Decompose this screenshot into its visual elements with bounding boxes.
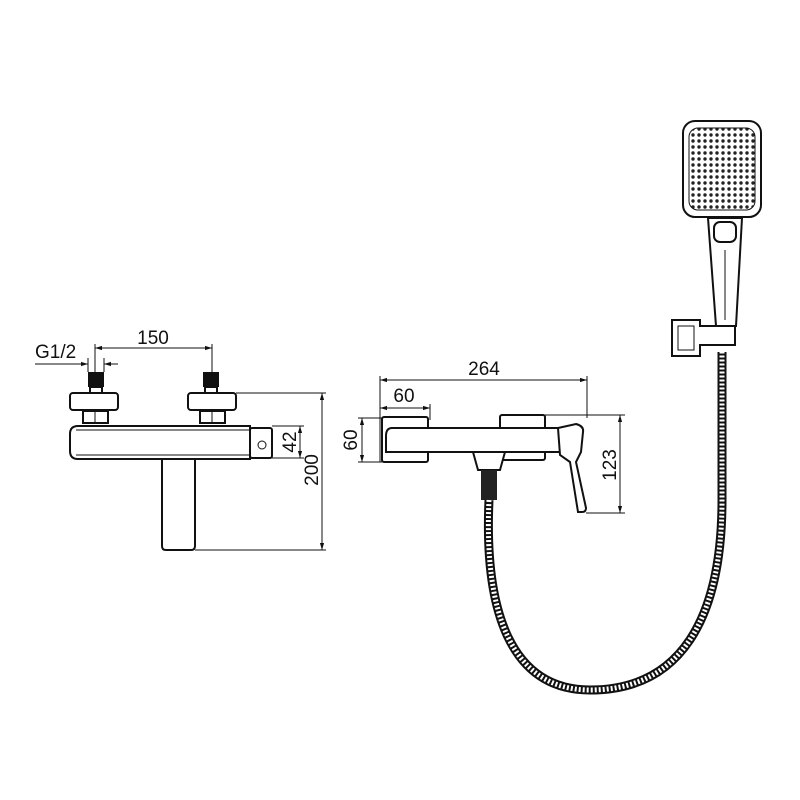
thermostat-cap bbox=[249, 427, 273, 459]
dimension-label-42: 42 bbox=[280, 431, 301, 452]
front-view: 150 G1/2 bbox=[35, 328, 326, 551]
dimension-thread: G1/2 bbox=[35, 342, 118, 372]
dimension-42: 42 bbox=[272, 425, 304, 459]
dimension-60-horizontal: 60 bbox=[380, 386, 431, 420]
right-inlet bbox=[187, 372, 237, 424]
left-inlet bbox=[69, 372, 119, 424]
dimension-60-vertical: 60 bbox=[341, 417, 382, 463]
dimension-200: 200 bbox=[195, 392, 326, 551]
spray-button bbox=[713, 221, 737, 243]
hose-thread bbox=[481, 470, 497, 500]
lever-handle bbox=[556, 422, 588, 513]
dimension-label-123: 123 bbox=[600, 449, 621, 481]
dimension-label-200: 200 bbox=[302, 454, 323, 486]
wall-holder bbox=[671, 319, 736, 357]
spout bbox=[161, 458, 196, 551]
dimension-264: 264 bbox=[379, 359, 588, 462]
shower-hose bbox=[483, 352, 727, 695]
thread-label: G1/2 bbox=[35, 342, 76, 363]
dimension-label-60-height: 60 bbox=[341, 429, 362, 450]
hose-connector bbox=[471, 451, 507, 471]
side-body bbox=[385, 427, 561, 453]
dimension-label-150: 150 bbox=[137, 328, 169, 349]
mixer-body bbox=[69, 425, 251, 460]
side-view: 264 60 60 123 bbox=[341, 120, 762, 695]
dimension-123: 123 bbox=[545, 414, 625, 514]
dimension-label-264: 264 bbox=[468, 359, 500, 380]
dimension-label-60-depth: 60 bbox=[393, 386, 414, 407]
dimension-150: 150 bbox=[94, 328, 213, 382]
